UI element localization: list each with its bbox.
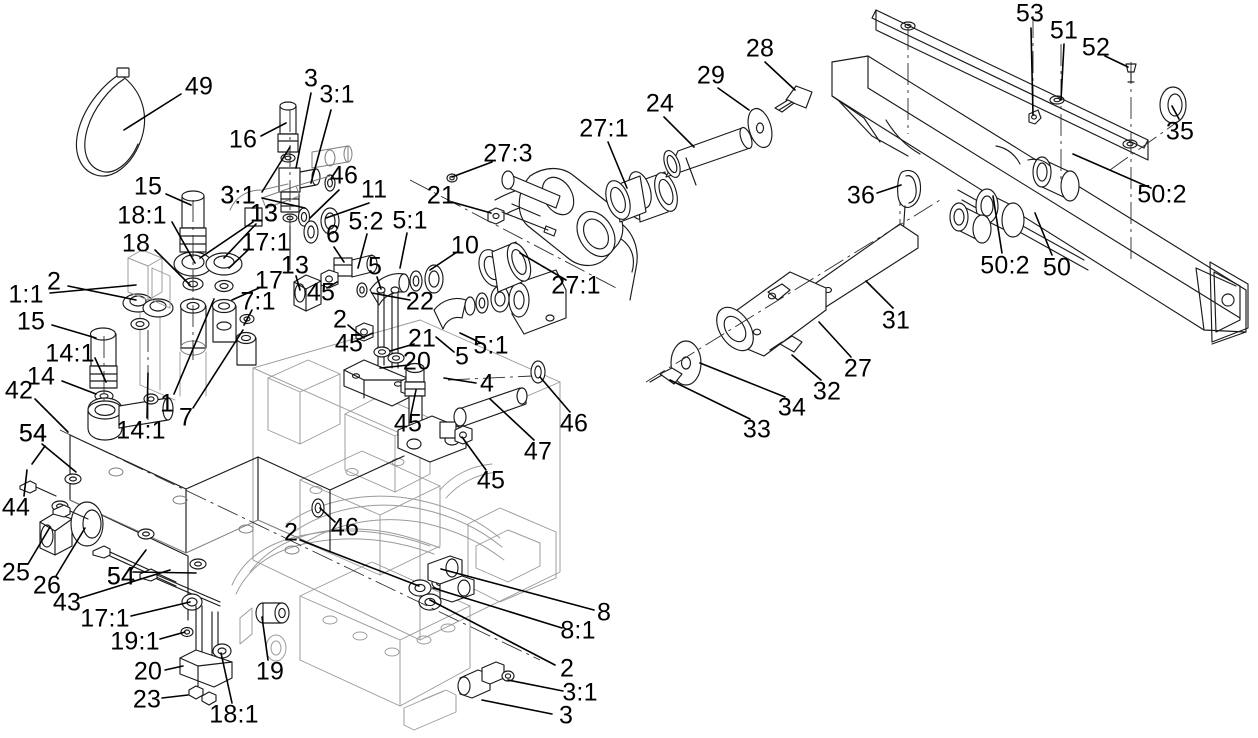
callout-label-15[interactable]: 15 [16, 307, 46, 336]
callout-label-8[interactable]: 8 [596, 598, 612, 627]
callout-label-18-1[interactable]: 18:1 [209, 700, 259, 729]
callout-label-5-1[interactable]: 5:1 [473, 331, 509, 360]
callout-label-54[interactable]: 54 [106, 562, 136, 591]
callout-label-46[interactable]: 46 [559, 409, 589, 438]
callout-label-3-1[interactable]: 3:1 [319, 80, 355, 109]
callout-label-10[interactable]: 10 [450, 231, 480, 260]
callout-label-21[interactable]: 21 [407, 324, 437, 353]
part-26-washer [70, 501, 104, 547]
callout-label-32[interactable]: 32 [812, 377, 842, 406]
part-44b-bolt [52, 504, 89, 520]
callout-label-13[interactable]: 13 [249, 199, 279, 228]
part-54-washers-mid [137, 528, 207, 570]
callout-label-54[interactable]: 54 [18, 419, 48, 448]
callout-label-8-1[interactable]: 8:1 [560, 616, 596, 645]
callout-label-14-1[interactable]: 14:1 [45, 339, 95, 368]
callout-label-22[interactable]: 22 [405, 287, 435, 316]
callout-label-1-1[interactable]: 1:1 [8, 280, 44, 309]
callout-label-47[interactable]: 47 [523, 437, 553, 466]
callout-label-2[interactable]: 2 [283, 518, 299, 547]
callout-label-27-1[interactable]: 27:1 [551, 271, 601, 300]
callout-label-45[interactable]: 45 [334, 329, 364, 358]
callout-label-43[interactable]: 43 [52, 588, 82, 617]
callout-label-3[interactable]: 3 [303, 64, 319, 93]
callout-label-31[interactable]: 31 [881, 306, 911, 335]
callout-label-2[interactable]: 2 [559, 654, 575, 683]
callout-label-3[interactable]: 3 [558, 701, 574, 730]
callout-label-54[interactable]: 54 [18, 419, 48, 448]
callout-label-14[interactable]: 14 [26, 362, 56, 391]
callout-label-53[interactable]: 53 [1015, 0, 1045, 28]
callout-label-20[interactable]: 20 [133, 657, 163, 686]
callout-label-33[interactable]: 33 [742, 415, 772, 444]
callout-label-17-1[interactable]: 17:1 [241, 228, 291, 257]
callout-label-27-1[interactable]: 27:1 [579, 114, 629, 143]
callout-label-44[interactable]: 44 [1, 493, 31, 522]
callout-label-50[interactable]: 50 [1042, 253, 1072, 282]
callout-label-20[interactable]: 20 [402, 347, 432, 376]
callout-label-13[interactable]: 13 [280, 251, 310, 280]
callout-label-28[interactable]: 28 [745, 34, 775, 63]
callout-label-36[interactable]: 36 [846, 181, 876, 210]
callout-label-5-2[interactable]: 5:2 [348, 207, 384, 236]
callout-label-6[interactable]: 6 [325, 220, 341, 249]
callout-label-5[interactable]: 5 [367, 252, 383, 281]
callout-label-52[interactable]: 52 [1081, 33, 1111, 62]
callout-label-45[interactable]: 45 [393, 409, 423, 438]
callout-label-15[interactable]: 15 [133, 172, 163, 201]
callout-label-18[interactable]: 18 [121, 229, 151, 258]
callout-label-24[interactable]: 24 [645, 89, 675, 118]
callout-label-35[interactable]: 35 [1165, 117, 1195, 146]
callout-label-17[interactable]: 17 [254, 266, 284, 295]
callout-label-45[interactable]: 45 [476, 466, 506, 495]
callout-label-2[interactable]: 2 [46, 267, 62, 296]
callout-label-4[interactable]: 4 [479, 369, 495, 398]
callout-label-1[interactable]: 1 [159, 389, 175, 418]
lower-left-linkage [179, 593, 290, 706]
callout-label-50-2[interactable]: 50:2 [1137, 180, 1187, 209]
callout-label-45[interactable]: 45 [306, 278, 336, 307]
callout-label-14-1[interactable]: 14:1 [116, 416, 166, 445]
callout-label-42[interactable]: 42 [4, 376, 34, 405]
callout-label-23[interactable]: 23 [132, 685, 162, 714]
part-24-pin [605, 85, 813, 223]
callout-label-19[interactable]: 19 [255, 657, 285, 686]
callout-label-29[interactable]: 29 [696, 61, 726, 90]
callout-label-3-1[interactable]: 3:1 [220, 181, 256, 210]
callout-label-13[interactable]: 13 [249, 199, 279, 228]
part-54-washers-left [51, 473, 82, 512]
link-arm-10 [446, 167, 678, 301]
callout-label-50-2[interactable]: 50:2 [980, 251, 1030, 280]
callout-label-3-1[interactable]: 3:1 [562, 678, 598, 707]
callout-label-27-3[interactable]: 27:3 [483, 139, 533, 168]
callout-label-26[interactable]: 26 [32, 571, 62, 600]
callout-label-2[interactable]: 2 [332, 305, 348, 334]
callout-label-49[interactable]: 49 [184, 72, 214, 101]
part-25-nut [39, 512, 73, 556]
callout-label-5[interactable]: 5 [454, 342, 470, 371]
callout-label-7-1[interactable]: 7:1 [240, 287, 276, 316]
callout-label-21[interactable]: 21 [426, 181, 456, 210]
callout-label-11[interactable]: 11 [360, 175, 388, 204]
callout-label-54[interactable]: 54 [106, 562, 136, 591]
callout-label-51[interactable]: 51 [1049, 16, 1079, 45]
callout-label-25[interactable]: 25 [1, 558, 31, 587]
callout-label-5-1[interactable]: 5:1 [392, 206, 428, 235]
callout-label-17-1[interactable]: 17:1 [80, 604, 130, 633]
callout-label-7[interactable]: 7 [178, 403, 194, 432]
callout-label-46[interactable]: 46 [330, 513, 360, 542]
callout-label-3-1[interactable]: 3:1 [220, 181, 256, 210]
callout-label-16[interactable]: 16 [228, 125, 258, 154]
callout-label-27[interactable]: 27 [843, 354, 873, 383]
callout-label-19-1[interactable]: 19:1 [110, 627, 160, 656]
callout-label-34[interactable]: 34 [777, 393, 807, 422]
callout-label-46[interactable]: 46 [329, 161, 359, 190]
lower-right-cylinder [645, 169, 941, 386]
callout-label-18-1[interactable]: 18:1 [117, 201, 167, 230]
part-49-loop [75, 67, 146, 177]
